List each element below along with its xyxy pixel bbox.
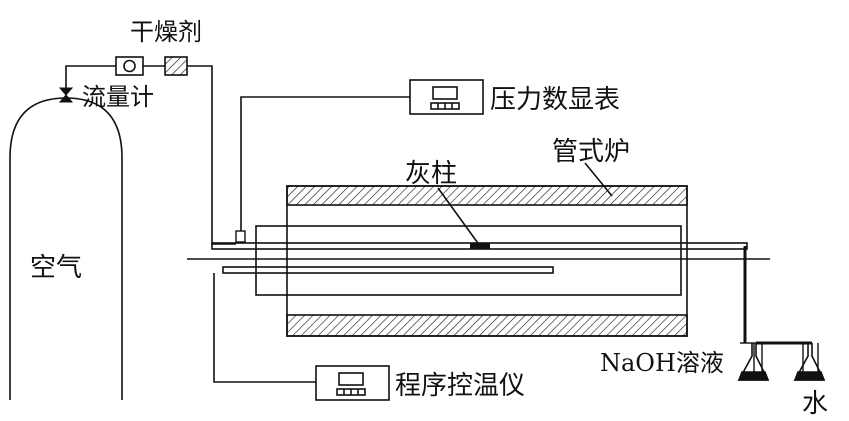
water-label: 水 — [802, 389, 828, 419]
pressure-display-icon — [409, 79, 484, 115]
flowmeter-icon — [115, 56, 144, 76]
naoh-flask — [737, 343, 770, 381]
air-label: 空气 — [30, 253, 82, 283]
gas-supply-line — [65, 65, 236, 245]
outlet-line — [743, 246, 812, 345]
desiccant-icon — [164, 56, 188, 76]
temp-controller-icon — [315, 365, 390, 401]
pressure-port — [235, 230, 246, 243]
pressure-line — [240, 96, 410, 233]
tube-furnace-label: 管式炉 — [552, 137, 630, 167]
ash-column-pointer — [437, 187, 481, 247]
pressure-display-label: 压力数显表 — [490, 85, 620, 115]
ash-column-label: 灰柱 — [405, 159, 457, 189]
air-cylinder — [9, 97, 123, 400]
naoh-solution-label: NaOH溶液 — [600, 349, 724, 377]
flowmeter-label: 流量计 — [82, 83, 154, 111]
temp-controller-label: 程序控温仪 — [395, 371, 525, 401]
temperature-line — [213, 273, 316, 383]
tube-furnace — [286, 185, 688, 337]
tube-furnace-pointer — [584, 162, 613, 197]
furnace-tube — [255, 225, 682, 296]
desiccant-label: 干燥剂 — [130, 18, 202, 46]
thermocouple-tube — [222, 266, 554, 274]
water-flask — [793, 343, 826, 381]
valve-icon — [58, 87, 74, 103]
